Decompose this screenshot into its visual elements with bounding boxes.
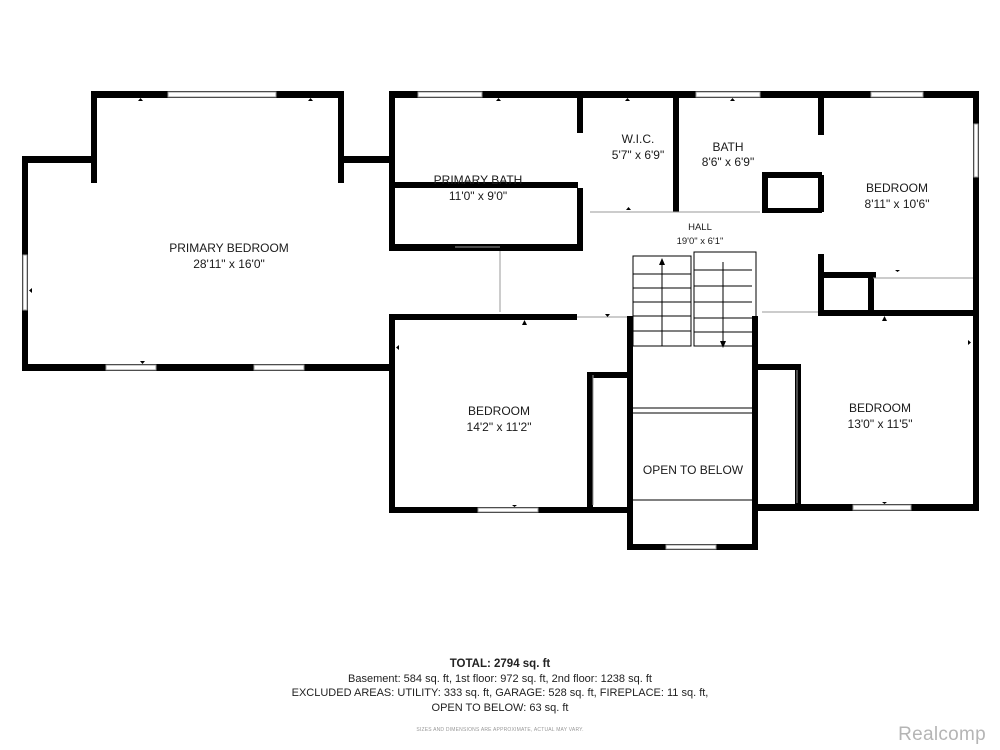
disclaimer-note: SIZES AND DIMENSIONS ARE APPROXIMATE, AC… (416, 727, 584, 733)
total-area: TOTAL: 2794 sq. ft (449, 658, 551, 670)
room-dims-bedroom-center: 14'2" x 11'2" (467, 420, 532, 434)
room-name-primary-bath: PRIMARY BATH (434, 173, 523, 187)
room-name-hall: HALL (688, 222, 712, 233)
room-dims-bedroom-se: 13'0" x 11'5" (848, 417, 913, 431)
staircase (632, 251, 757, 501)
room-name-bedroom-ne: BEDROOM (866, 181, 928, 195)
door-openings (455, 211, 973, 505)
room-name-open-to-below: OPEN TO BELOW (643, 463, 744, 477)
room-dims-bedroom-ne: 8'11" x 10'6" (865, 197, 930, 211)
room-name-bath: BATH (712, 140, 743, 154)
room-name-bedroom-center: BEDROOM (468, 404, 530, 418)
room-dims-primary-bath: 11'0" x 9'0" (449, 189, 507, 203)
room-dims-bath: 8'6" x 6'9" (702, 155, 754, 169)
floor-areas: Basement: 584 sq. ft, 1st floor: 972 sq.… (348, 672, 652, 685)
walls (22, 91, 979, 550)
windows (22, 91, 979, 550)
room-dims-primary-bedroom: 28'11" x 16'0" (193, 257, 265, 271)
realcomp-logo: Realcomp (898, 724, 986, 745)
room-name-bedroom-se: BEDROOM (849, 401, 911, 415)
room-labels: PRIMARY BEDROOM 28'11" x 16'0" PRIMARY B… (169, 132, 929, 477)
excluded-areas: EXCLUDED AREAS: UTILITY: 333 sq. ft, GAR… (291, 687, 709, 699)
markers (29, 98, 971, 507)
room-name-wic: W.I.C. (622, 132, 655, 146)
area-summary: TOTAL: 2794 sq. ft Basement: 584 sq. ft,… (200, 657, 800, 738)
open-to-below-area: OPEN TO BELOW: 63 sq. ft (431, 701, 569, 714)
room-dims-wic: 5'7" x 6'9" (612, 148, 664, 162)
room-dims-hall: 19'0" x 6'1" (677, 236, 724, 247)
room-name-primary-bedroom: PRIMARY BEDROOM (169, 241, 289, 255)
